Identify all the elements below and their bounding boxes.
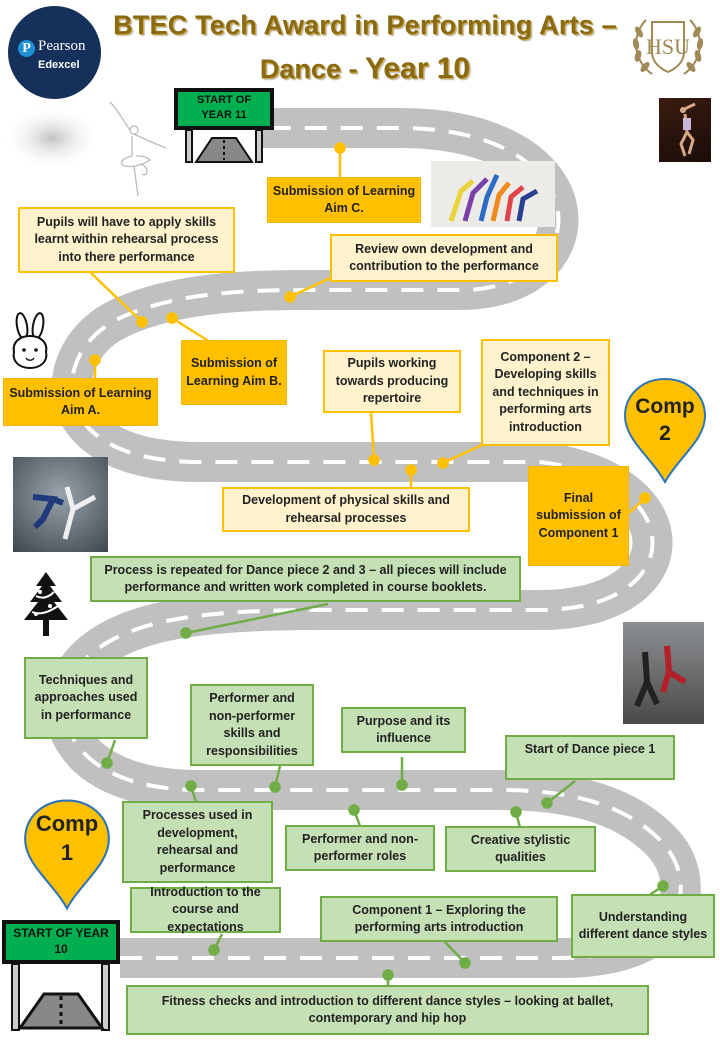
milestone-start-piece1: Start of Dance piece 1 bbox=[505, 735, 675, 780]
start-year11-label: START OF YEAR 11 bbox=[196, 94, 252, 121]
milestone-aim-a: Submission of Learning Aim A. bbox=[3, 378, 158, 426]
milestone-aim-c: Submission of Learning Aim C. bbox=[267, 177, 421, 223]
milestone-physical-skills: Development of physical skills and rehea… bbox=[222, 487, 470, 532]
connector bbox=[369, 411, 376, 461]
milestone-roles: Performer and non-performer roles bbox=[285, 825, 435, 871]
milestone-review: Review own development and contribution … bbox=[330, 234, 558, 282]
dance-duo-photo-2 bbox=[623, 622, 704, 724]
start-year11-sign bbox=[174, 88, 274, 163]
title-subject: Dance - bbox=[259, 54, 365, 84]
milestone-aim-b: Submission of Learning Aim B. bbox=[181, 340, 287, 405]
comp2-pin-icon bbox=[623, 377, 707, 485]
dancer-photo-solo bbox=[659, 98, 711, 162]
christmas-tree-icon bbox=[24, 572, 68, 636]
ballerina-icon bbox=[109, 101, 167, 197]
road bbox=[45, 108, 701, 978]
milestone-apply-skills: Pupils will have to apply skills learnt … bbox=[18, 207, 235, 273]
pearson-wordmark: Pearson bbox=[38, 38, 86, 54]
dance-group-photo bbox=[431, 161, 555, 227]
comp1-pin-icon bbox=[24, 799, 110, 911]
connector bbox=[185, 602, 329, 635]
connector bbox=[89, 271, 143, 323]
milestone-fitness: Fitness checks and introduction to diffe… bbox=[126, 985, 649, 1035]
shadow-blur bbox=[2, 106, 102, 170]
milestone-process-repeated: Process is repeated for Dance piece 2 an… bbox=[90, 556, 521, 602]
dance-duo-photo-1 bbox=[13, 457, 108, 552]
edexcel-wordmark: Edexcel bbox=[38, 59, 80, 71]
connector bbox=[289, 276, 331, 299]
pearson-edexcel-logo: P Pearson Edexcel bbox=[8, 6, 101, 99]
milestone-performer-skills: Performer and non-performer skills and r… bbox=[190, 684, 314, 766]
milestone-component2: Component 2 – Developing skills and tech… bbox=[481, 339, 610, 446]
rabbit-icon bbox=[12, 312, 48, 370]
title-year: Year 10 bbox=[364, 52, 471, 85]
milestone-dance-styles: Understanding different dance styles bbox=[571, 894, 715, 958]
milestone-processes: Processes used in development, rehearsal… bbox=[122, 801, 273, 883]
milestone-component1: Component 1 – Exploring the performing a… bbox=[320, 896, 558, 942]
milestone-techniques: Techniques and approaches used in perfor… bbox=[24, 657, 148, 739]
pearson-mark-icon: P bbox=[18, 40, 35, 57]
page-title-line1: BTEC Tech Award in Performing Arts – bbox=[113, 10, 617, 40]
milestone-final-submission: Final submission of Component 1 bbox=[528, 466, 629, 566]
page-title-line2: Dance - Year 10 bbox=[110, 52, 620, 86]
laurel-crest-icon: HSU bbox=[632, 19, 704, 75]
start-year10-sign bbox=[2, 920, 120, 1031]
milestone-intro-course: Introduction to the course and expectati… bbox=[130, 885, 281, 934]
milestone-creative: Creative stylistic qualities bbox=[445, 826, 596, 872]
milestone-purpose: Purpose and its influence bbox=[341, 707, 466, 753]
connector bbox=[171, 316, 211, 344]
start-year10-label: START OF YEAR 10 bbox=[13, 926, 109, 957]
milestone-repertoire: Pupils working towards producing reperto… bbox=[323, 350, 461, 413]
connector bbox=[442, 443, 483, 465]
connector bbox=[546, 780, 576, 804]
crest-monogram: HSU bbox=[646, 34, 690, 59]
